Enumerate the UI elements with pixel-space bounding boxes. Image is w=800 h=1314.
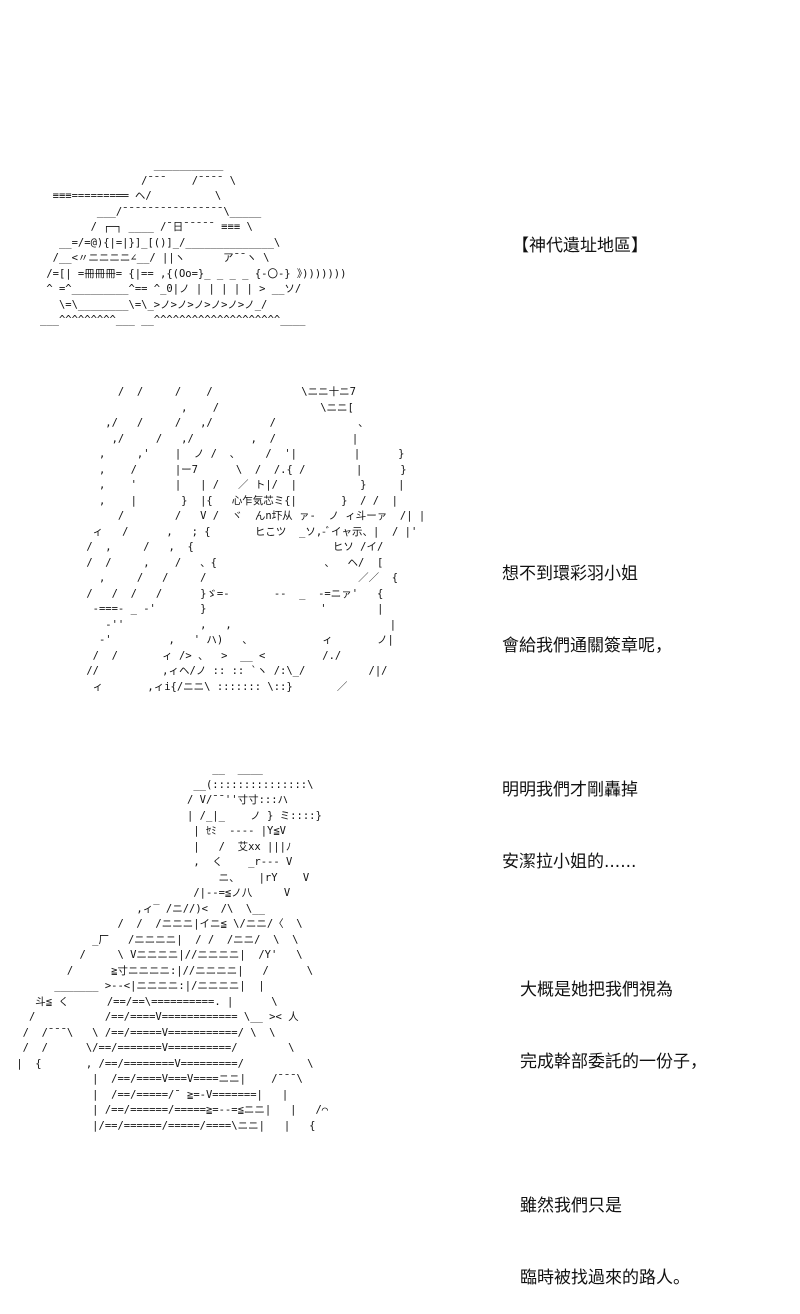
narration-caption-3: 大概是她把我們視為 完成幹部委託的一份子， 雖然我們只是 臨時被找過來的路人。	[520, 930, 707, 1314]
ascii-art-man: __ ____ __(:::::::::::::::\ / V/¯¯''寸寸::…	[16, 763, 329, 1132]
caption-spacer	[502, 706, 672, 730]
caption-line: 想不到環彩羽小姐	[502, 564, 638, 584]
caption-line: 明明我們才剛轟掉	[502, 780, 638, 800]
narration-caption-2: 想不到環彩羽小姐 會給我們通關簽章呢， 明明我們才剛轟掉 安潔拉小姐的.....…	[502, 514, 672, 898]
caption-line: 安潔拉小姐的......	[502, 852, 637, 872]
location-title: 【神代遺址地區】	[512, 186, 648, 282]
caption-line: 完成幹部委託的一份子，	[520, 1052, 707, 1072]
caption-line: 會給我們通關簽章呢，	[502, 636, 672, 656]
caption-spacer	[520, 1122, 707, 1146]
caption-line: 雖然我們只是	[520, 1196, 622, 1216]
caption-line: 【神代遺址地區】	[512, 236, 648, 256]
caption-line: 臨時被找過來的路人。	[520, 1268, 690, 1288]
ascii-art-girl: / / / / \ニニ十ニ7 , / \ニニ[ ,/ / / ,/ / 、 ,/…	[86, 386, 426, 693]
caption-line: 大概是她把我們視為	[520, 980, 673, 1000]
ascii-art-tank: ___________ /¯¯¯ /¯¯¯¯ \ ≡≡≡=======══ ヘ/…	[40, 159, 347, 326]
